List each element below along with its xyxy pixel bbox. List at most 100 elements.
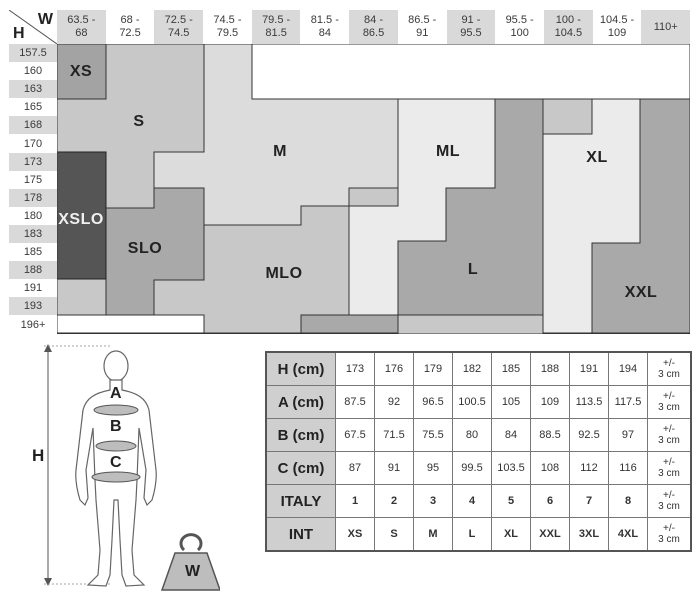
table-row-header: C (cm): [265, 451, 336, 485]
table-cell: 2: [374, 484, 414, 518]
height-row-cell: 175: [9, 170, 57, 189]
table-cell: 5: [491, 484, 531, 518]
grid-corner: W H: [9, 10, 58, 44]
table-cell: 108: [530, 451, 570, 485]
size-label-l: L: [467, 261, 479, 278]
chest-band: [93, 404, 139, 416]
zone-empty-top: [251, 44, 690, 100]
height-row-cell: 188: [9, 261, 57, 280]
tolerance-cell: +/- 3 cm: [647, 484, 692, 518]
table-cell: XXL: [530, 517, 570, 552]
table-cell: 1: [335, 484, 375, 518]
weight-header-cell: 104.5 - 109: [592, 10, 642, 44]
zone-xxl: [591, 98, 690, 334]
tolerance-cell: +/- 3 cm: [647, 351, 692, 386]
table-cell: 84: [491, 418, 531, 452]
table-cell: 87: [335, 451, 375, 485]
table-cell: 6: [530, 484, 570, 518]
height-row-cell: 168: [9, 116, 57, 135]
weight-header-cell: 110+: [641, 10, 691, 44]
size-label-xl: XL: [586, 149, 608, 166]
table-cell: M: [413, 517, 453, 552]
table-row-header: INT: [265, 517, 336, 552]
table-cell: 4: [452, 484, 492, 518]
table-cell: 3: [413, 484, 453, 518]
figure-label-h: H: [32, 446, 45, 465]
table-row-header: ITALY: [265, 484, 336, 518]
table-cell: 112: [569, 451, 609, 485]
table-cell: 182: [452, 351, 492, 386]
table-cell: 88.5: [530, 418, 570, 452]
table-cell: 194: [608, 351, 648, 386]
table-cell: 117.5: [608, 385, 648, 419]
table-cell: 4XL: [608, 517, 648, 552]
table-cell: 116: [608, 451, 648, 485]
table-cell: 96.5: [413, 385, 453, 419]
table-cell: 99.5: [452, 451, 492, 485]
size-label-ml: ML: [435, 143, 461, 160]
table-cell: 105: [491, 385, 531, 419]
weight-header-cell: 68 - 72.5: [105, 10, 155, 44]
figure-label-c: C: [110, 454, 122, 471]
table-cell: 8: [608, 484, 648, 518]
weight-header-cell: 100 - 104.5: [544, 10, 593, 44]
table-cell: 67.5: [335, 418, 375, 452]
table-row-header: H (cm): [265, 351, 336, 386]
height-row-cell: 173: [9, 152, 57, 171]
height-row-cell: 193: [9, 297, 57, 316]
zone-empty-bottom: [57, 314, 205, 334]
height-row-cell: 183: [9, 225, 57, 244]
table-cell: 100.5: [452, 385, 492, 419]
table-cell: 185: [491, 351, 531, 386]
zone-xs: [57, 44, 107, 100]
weight-header-cell: 81.5 - 84: [300, 10, 350, 44]
height-row-cell: 157.5: [9, 44, 57, 63]
table-cell: 97: [608, 418, 648, 452]
table-cell: 75.5: [413, 418, 453, 452]
table-cell: 191: [569, 351, 609, 386]
table-cell: 92: [374, 385, 414, 419]
table-cell: XL: [491, 517, 531, 552]
size-label-xslo: XSLO: [58, 211, 104, 228]
tolerance-cell: +/- 3 cm: [647, 418, 692, 452]
table-cell: 92.5: [569, 418, 609, 452]
zone-xslo: [57, 151, 107, 280]
table-cell: 7: [569, 484, 609, 518]
corner-h-label: H: [13, 25, 25, 42]
table-row-header: A (cm): [265, 385, 336, 419]
body-figure-drawing: [44, 344, 220, 591]
table-cell: XS: [335, 517, 375, 552]
table-cell: 87.5: [335, 385, 375, 419]
height-row-cell: 180: [9, 206, 57, 225]
height-row-cell: 170: [9, 134, 57, 153]
weight-header-cell: 84 - 86.5: [349, 10, 398, 44]
waist-band: [95, 440, 137, 452]
size-label-xs: XS: [69, 63, 93, 80]
hip-band: [91, 471, 141, 483]
corner-w-label: W: [37, 11, 53, 28]
table-cell: 176: [374, 351, 414, 386]
size-label-slo: SLO: [127, 240, 163, 257]
table-cell: L: [452, 517, 492, 552]
table-cell: 91: [374, 451, 414, 485]
height-row-cell: 185: [9, 243, 57, 262]
weight-header-cell: 74.5 - 79.5: [203, 10, 252, 44]
table-cell: 188: [530, 351, 570, 386]
weight-icon-label: W: [185, 563, 201, 580]
figure-label-a: A: [110, 385, 122, 402]
figure-label-b: B: [110, 418, 122, 435]
tolerance-cell: +/- 3 cm: [647, 517, 692, 552]
height-row-cell: 165: [9, 98, 57, 117]
size-label-s: S: [133, 113, 145, 130]
height-row-cell: 160: [9, 62, 57, 81]
weight-header-cell: 72.5 - 74.5: [154, 10, 204, 44]
weight-header-cell: 86.5 - 91: [397, 10, 447, 44]
height-row-cell: 163: [9, 80, 57, 99]
